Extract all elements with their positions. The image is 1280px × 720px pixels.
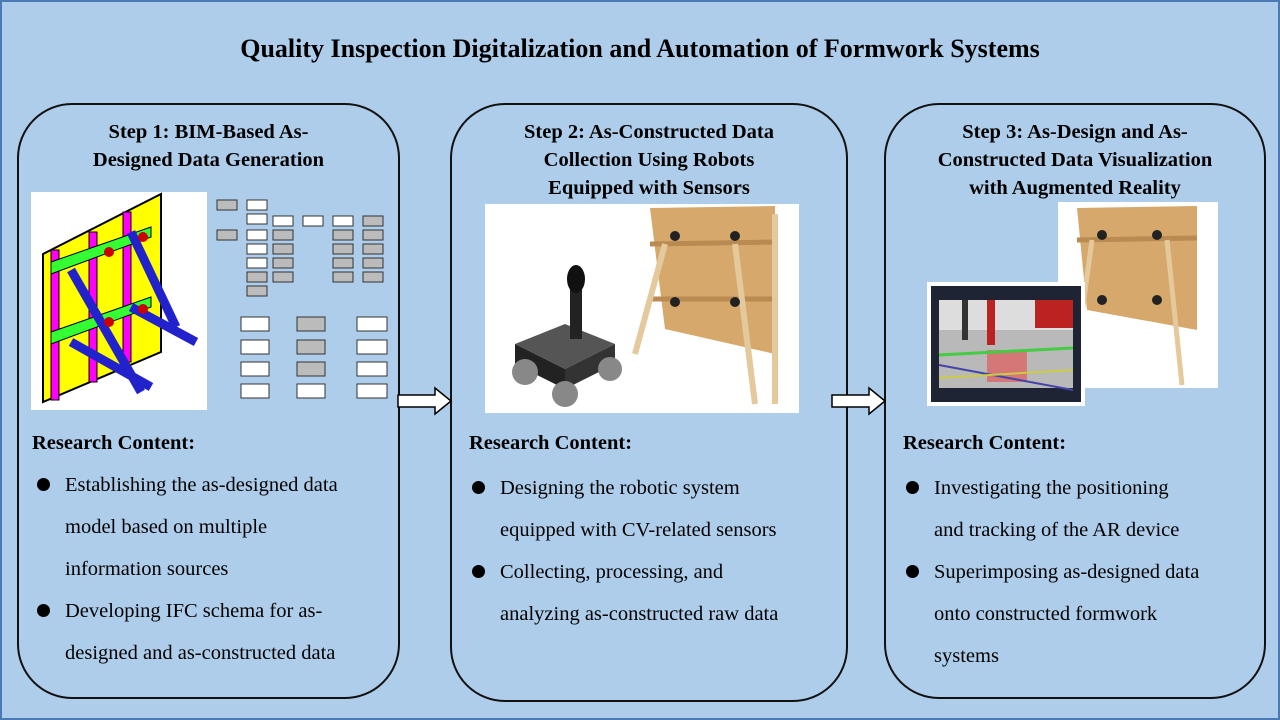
bullet-line: information sources	[65, 558, 229, 580]
step-3-research-label: Research Content:	[903, 432, 1067, 454]
robot-and-formwork-image	[485, 204, 799, 413]
bullet-line: model based on multiple	[65, 516, 268, 538]
bullet-item: Investigating the positioning and trackin…	[906, 467, 1199, 551]
diagram-title: Quality Inspection Digitalization and Au…	[240, 34, 1040, 63]
ar-visualization-image	[927, 202, 1218, 406]
arrow-right-icon	[831, 386, 887, 416]
heading-line: Step 1: BIM-Based As-	[108, 121, 309, 143]
heading-line: Equipped with Sensors	[548, 177, 750, 199]
step-1-heading: Step 1: BIM-Based As- Designed Data Gene…	[19, 118, 398, 174]
bullet-line: systems	[934, 645, 999, 667]
step-2-bullets: Designing the robotic system equipped wit…	[472, 467, 778, 635]
bullet-line: analyzing as-constructed raw data	[500, 603, 779, 625]
step-2-research-label: Research Content:	[469, 432, 633, 454]
bim-model-and-flowchart-image	[31, 192, 388, 410]
step-3-bullets: Investigating the positioning and trackin…	[906, 467, 1199, 677]
step-1-panel: Step 1: BIM-Based As- Designed Data Gene…	[17, 103, 400, 699]
heading-line: with Augmented Reality	[969, 177, 1181, 199]
bullet-line: Investigating the positioning	[934, 477, 1169, 499]
bullet-item: Collecting, processing, and analyzing as-…	[472, 551, 778, 635]
bullet-line: Establishing the as-designed data	[65, 474, 338, 496]
bullet-line: Designing the robotic system	[500, 477, 740, 499]
bullet-line: Developing IFC schema for as-	[65, 600, 323, 622]
bullet-line: designed and as-constructed data	[65, 642, 336, 664]
bullet-item: Designing the robotic system equipped wit…	[472, 467, 778, 551]
bullet-line: and tracking of the AR device	[934, 519, 1180, 541]
step-3-panel: Step 3: As-Design and As- Constructed Da…	[884, 103, 1266, 699]
bullet-item: Superimposing as-designed data onto const…	[906, 551, 1199, 677]
step-2-heading: Step 2: As-Constructed Data Collection U…	[452, 118, 846, 202]
step-2-panel: Step 2: As-Constructed Data Collection U…	[450, 103, 848, 702]
bullet-line: equipped with CV-related sensors	[500, 519, 777, 541]
heading-line: Step 2: As-Constructed Data	[524, 121, 774, 143]
arrow-right-icon	[397, 386, 453, 416]
heading-line: Constructed Data Visualization	[937, 149, 1213, 171]
step-1-research-label: Research Content:	[32, 432, 196, 454]
bullet-line: Superimposing as-designed data	[934, 561, 1200, 583]
step-1-bullets: Establishing the as-designed data model b…	[37, 464, 338, 674]
bullet-line: onto constructed formwork	[934, 603, 1158, 625]
heading-line: Collection Using Robots	[543, 149, 755, 171]
bullet-item: Establishing the as-designed data model b…	[37, 464, 338, 590]
heading-line: Step 3: As-Design and As-	[962, 121, 1188, 143]
bullet-item: Developing IFC schema for as-designed an…	[37, 590, 338, 674]
heading-line: Designed Data Generation	[92, 149, 325, 171]
bullet-line: Collecting, processing, and	[500, 561, 724, 583]
step-3-heading: Step 3: As-Design and As- Constructed Da…	[886, 118, 1264, 202]
